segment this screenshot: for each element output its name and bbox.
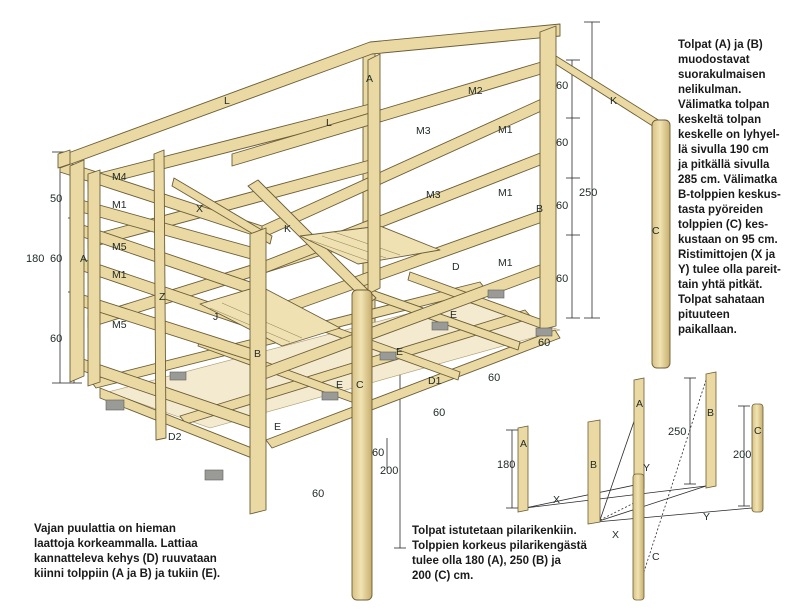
label-a-small-back: A <box>636 398 643 410</box>
label-m3-upper: M3 <box>416 125 431 137</box>
caption-posts: Tolpat istutetaan pilarikenkiin. Tolppie… <box>412 525 587 582</box>
caption-floor: Vajan puulattia on hieman laattoja korke… <box>34 523 221 580</box>
label-c-right: C <box>652 225 660 237</box>
label-b-front: B <box>254 348 261 360</box>
dim-base-60-2: 60 <box>488 372 500 384</box>
label-l-front: L <box>326 117 332 129</box>
label-b-small-left: B <box>590 459 597 471</box>
label-m1-right-mid: M1 <box>498 187 513 199</box>
dim-left-60a: 60 <box>50 253 62 265</box>
dim-post-c-small: 200 <box>733 449 751 461</box>
label-m3-lower: M3 <box>426 189 441 201</box>
dim-post-a: 180 <box>497 459 515 471</box>
dim-post-c-60: 60 <box>372 447 384 459</box>
label-d1: D1 <box>428 375 442 387</box>
dim-base-60-3: 60 <box>433 407 445 419</box>
label-m5-upper: M5 <box>112 241 127 253</box>
round-post-front <box>351 289 373 601</box>
label-m5-lower: M5 <box>112 319 127 331</box>
label-d: D <box>452 261 460 273</box>
dim-base-60-1: 60 <box>538 337 550 349</box>
label-c-front: C <box>356 379 364 391</box>
round-posts <box>351 119 671 601</box>
part-labels: A L L M2 M3 M1 M3 M1 M1 B K C M4 M1 X M5… <box>80 73 762 563</box>
label-a-small: A <box>520 438 527 450</box>
dimension-labels: 180 50 60 60 250 60 60 60 60 60 60 60 60… <box>26 80 751 500</box>
dim-right-60-2: 60 <box>556 137 568 149</box>
label-m1-left-upper: M1 <box>112 199 127 211</box>
label-b-right: B <box>536 203 543 215</box>
label-l-back: L <box>224 95 230 107</box>
dim-right-60-4: 60 <box>556 273 568 285</box>
right-dimension-lines <box>386 21 600 549</box>
label-e-4: E <box>274 421 281 433</box>
label-m1-left-lower: M1 <box>112 269 127 281</box>
pier-shoes <box>105 289 553 481</box>
label-e-2: E <box>396 346 403 358</box>
dim-base-60-4: 60 <box>312 488 324 500</box>
label-a-back: A <box>366 73 373 85</box>
label-a-left: A <box>80 253 87 265</box>
label-e-3: E <box>336 379 343 391</box>
label-c-small: C <box>754 425 762 437</box>
label-d2: D2 <box>168 431 182 443</box>
caption-right: Tolpat (A) ja (B) muodostavat suorakulma… <box>678 39 781 336</box>
shed-members <box>57 23 669 515</box>
label-k-right: K <box>610 95 617 107</box>
dim-right-60-3: 60 <box>556 200 568 212</box>
label-k-left: K <box>284 223 291 235</box>
label-x-small: X <box>553 494 560 506</box>
label-b-small-right: B <box>707 407 714 419</box>
dim-post-b: 250 <box>668 426 686 438</box>
label-y-lower: Y <box>703 511 710 523</box>
round-post-back <box>651 119 671 369</box>
dim-right-total: 250 <box>579 187 597 199</box>
label-e-1: E <box>450 309 457 321</box>
post-layout-diagram <box>506 371 764 601</box>
dim-left-50: 50 <box>50 193 62 205</box>
dim-left-60b: 60 <box>50 333 62 345</box>
label-m2: M2 <box>468 85 483 97</box>
label-j: J <box>213 311 218 323</box>
label-c-small-front: C <box>652 551 660 563</box>
label-x-brace: X <box>196 203 203 215</box>
dim-right-60-1: 60 <box>556 80 568 92</box>
label-z-brace: Z <box>159 291 166 303</box>
label-m1-right-lower: M1 <box>498 257 513 269</box>
label-m4: M4 <box>112 171 127 183</box>
label-m1-right-upper: M1 <box>498 124 513 136</box>
label-y-upper: Y <box>643 462 650 474</box>
label-x-lower: X <box>612 529 619 541</box>
dim-post-c: 200 <box>380 465 398 477</box>
dim-left-total: 180 <box>26 253 44 265</box>
